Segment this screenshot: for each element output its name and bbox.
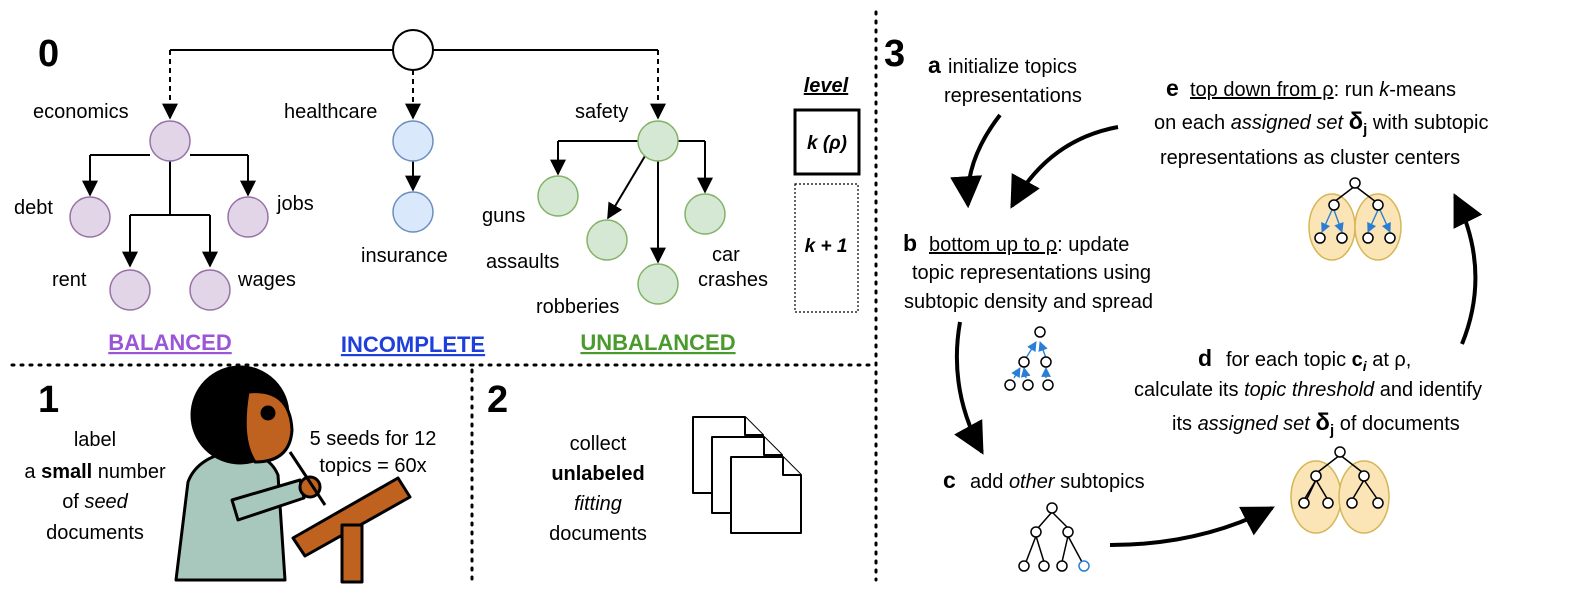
legend-level-k1: k + 1 xyxy=(805,236,848,257)
panel-3-number: 3 xyxy=(884,33,905,75)
node-car-crashes xyxy=(684,193,726,235)
label-healthcare: healthcare xyxy=(284,101,377,123)
p2-line3: fitting xyxy=(574,493,622,515)
arrow-b-to-c xyxy=(954,321,984,455)
panel-1-number: 1 xyxy=(38,379,59,421)
step-a-letter: a xyxy=(928,52,941,78)
node-insurance xyxy=(392,191,434,233)
step-e-line3: representations as cluster centers xyxy=(1160,147,1460,169)
step-d-letter: d xyxy=(1198,345,1212,371)
node-debt xyxy=(69,196,111,238)
p2-line1: collect xyxy=(570,433,627,455)
p2-line2: unlabeled xyxy=(551,463,644,485)
tree-icon-step-b xyxy=(1004,326,1054,391)
node-jobs xyxy=(227,196,269,238)
node-assaults xyxy=(586,219,628,261)
label-crashes: crashes xyxy=(698,269,768,291)
label-jobs: jobs xyxy=(276,193,314,215)
tree-icon-step-c xyxy=(1018,502,1090,572)
step-d-line3: its assigned set δj of documents xyxy=(1172,409,1460,439)
p1-line1: label xyxy=(74,429,116,451)
step-d-line1: for each topic ci at ρ, xyxy=(1226,349,1411,374)
label-guns: guns xyxy=(482,205,525,227)
label-assaults: assaults xyxy=(486,251,559,273)
node-economics xyxy=(149,120,191,162)
arrow-d-to-e xyxy=(1453,193,1483,345)
legend-level-k1-box xyxy=(794,183,859,313)
legend-level-title: level xyxy=(804,75,849,97)
panel-dividers xyxy=(10,10,878,582)
panel-2-number: 2 xyxy=(487,379,508,421)
node-robberies xyxy=(637,263,679,305)
label-insurance: insurance xyxy=(361,245,448,267)
arrow-c-to-d xyxy=(1109,506,1275,547)
new-subtopic-node xyxy=(1078,560,1090,572)
step-b-letter: b xyxy=(903,230,917,256)
step-a-line1: initialize topics xyxy=(948,56,1077,78)
step-b-line2: topic representations using xyxy=(912,262,1151,284)
step-b-line3: subtopic density and spread xyxy=(904,291,1153,313)
legend-level-k-box xyxy=(793,108,861,176)
p1-seeds-line1: 5 seeds for 12 xyxy=(310,428,437,450)
root-node xyxy=(392,29,434,71)
label-rent: rent xyxy=(52,269,87,291)
arrow-e-to-b xyxy=(1010,125,1119,209)
documents-icon xyxy=(692,416,802,534)
arrow-a-to-b xyxy=(950,113,1002,209)
p2-line4: documents xyxy=(549,523,647,545)
node-safety xyxy=(637,120,679,162)
step-c-line: add other subtopics xyxy=(970,471,1145,493)
person-illustration xyxy=(174,365,412,584)
legend-level-k: k (ρ) xyxy=(807,133,847,154)
caption-balanced: BALANCED xyxy=(108,330,231,355)
panel-3: 3 a initialize topics representations b … xyxy=(884,33,1489,572)
label-safety: safety xyxy=(575,101,628,123)
panel-0: 0 economics debt xyxy=(14,29,861,357)
p1-line3: of seed xyxy=(62,491,128,513)
p1-line2: a small number xyxy=(24,461,166,483)
panel-0-number: 0 xyxy=(38,33,59,75)
step-e-line1: top down from ρ: run k-means xyxy=(1190,79,1456,101)
label-robberies: robberies xyxy=(536,296,619,318)
caption-unbalanced: UNBALANCED xyxy=(580,330,735,355)
panel-2: 2 collect unlabeled fitting documents xyxy=(487,379,802,545)
node-guns xyxy=(537,175,579,217)
label-car: car xyxy=(712,244,740,266)
p1-line4: documents xyxy=(46,522,144,544)
step-c-letter: c xyxy=(943,467,956,493)
p1-seeds-line2: topics = 60x xyxy=(319,455,426,477)
node-rent xyxy=(109,269,151,311)
label-wages: wages xyxy=(237,269,296,291)
caption-incomplete: INCOMPLETE xyxy=(341,332,485,357)
step-e-letter: e xyxy=(1166,75,1179,101)
panel-1: 1 label a small number of seed documents… xyxy=(24,365,437,584)
step-d-line2: calculate its topic threshold and identi… xyxy=(1134,379,1482,401)
label-debt: debt xyxy=(14,197,53,219)
tree-icon-step-d xyxy=(1290,446,1390,534)
node-wages xyxy=(189,269,231,311)
step-e-line2: on each assigned set δj with subtopic xyxy=(1154,108,1489,138)
node-healthcare xyxy=(392,120,434,162)
flow-arrows xyxy=(950,113,1483,547)
tree-icon-step-e xyxy=(1308,177,1402,261)
step-a-line2: representations xyxy=(944,85,1082,107)
step-b-line1: bottom up to ρ: update xyxy=(929,234,1129,256)
label-economics: economics xyxy=(33,101,129,123)
